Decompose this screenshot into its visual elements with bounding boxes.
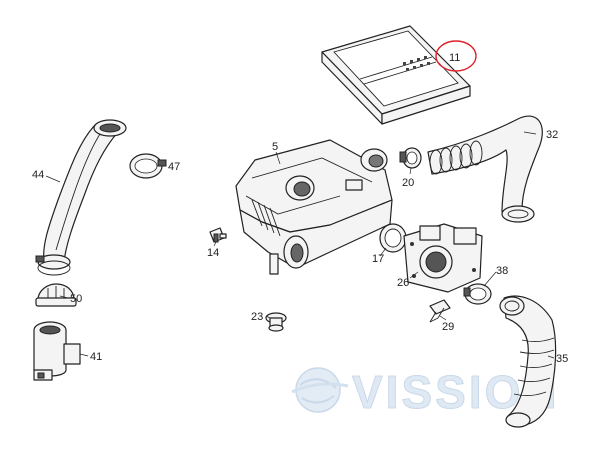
leader-lines	[45, 131, 555, 359]
callout-11[interactable]: 11	[449, 52, 460, 64]
part-41-air-mass-sensor[interactable]	[33, 321, 81, 381]
callout-29[interactable]: 29	[442, 321, 454, 333]
part-50-cap[interactable]	[35, 283, 77, 307]
callout-labels: 11 5 32 44 47 20 14 17 26 38 50 23 29 41…	[32, 52, 568, 365]
part-20-hose-clamp[interactable]	[399, 147, 422, 169]
callout-26[interactable]: 26	[397, 277, 409, 289]
callout-38[interactable]: 38	[496, 265, 508, 277]
part-11-air-filter[interactable]	[321, 25, 471, 125]
part-17-seal-ring[interactable]	[379, 223, 407, 253]
callout-23[interactable]: 23	[251, 311, 263, 323]
callout-20[interactable]: 20	[402, 177, 414, 189]
part-32-intake-hose[interactable]	[427, 115, 543, 223]
part-23-grommet[interactable]	[265, 312, 287, 332]
callout-32[interactable]: 32	[546, 129, 558, 141]
part-38-hose-clamp[interactable]	[463, 283, 492, 305]
callout-17[interactable]: 17	[372, 253, 384, 265]
watermark-globe-icon	[291, 367, 349, 413]
part-14-retaining-clip[interactable]	[209, 227, 227, 243]
part-44-intake-pipe[interactable]	[35, 119, 127, 276]
part-5-filter-housing[interactable]	[235, 139, 393, 275]
callout-50[interactable]: 50	[70, 293, 82, 305]
callout-47[interactable]: 47	[168, 161, 180, 173]
callout-41[interactable]: 41	[90, 351, 102, 363]
callout-14[interactable]: 14	[207, 247, 219, 259]
part-35-lower-hose[interactable]	[499, 295, 557, 428]
highlight-circle	[435, 40, 477, 72]
callout-35[interactable]: 35	[556, 353, 568, 365]
part-29-bolt[interactable]	[429, 299, 451, 323]
part-26-throttle-body[interactable]	[403, 223, 483, 293]
callout-5[interactable]: 5	[272, 141, 278, 153]
callout-44[interactable]: 44	[32, 169, 44, 181]
